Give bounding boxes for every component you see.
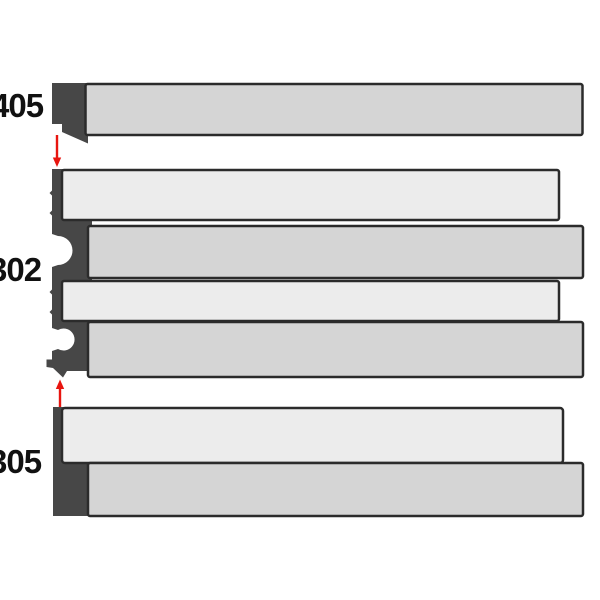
panel-302-board-1 bbox=[60, 168, 561, 222]
profile-end-405 bbox=[52, 83, 88, 144]
section-405: 405 bbox=[0, 82, 584, 167]
arrow-down-icon bbox=[52, 135, 62, 167]
label-405: 405 bbox=[0, 87, 44, 124]
panel-305-board-1 bbox=[60, 406, 565, 465]
arrow-up-icon bbox=[55, 379, 65, 407]
panel-302-board-2 bbox=[86, 224, 585, 280]
panel-305-board-2 bbox=[86, 461, 585, 518]
label-305: 305 bbox=[0, 443, 42, 480]
section-305: 305 bbox=[0, 406, 585, 518]
panel-302-board-4 bbox=[86, 320, 585, 379]
panel-405 bbox=[84, 82, 584, 137]
label-302: 302 bbox=[0, 251, 42, 288]
section-302: 302 bbox=[0, 168, 585, 407]
panel-302-board-3 bbox=[60, 279, 561, 323]
